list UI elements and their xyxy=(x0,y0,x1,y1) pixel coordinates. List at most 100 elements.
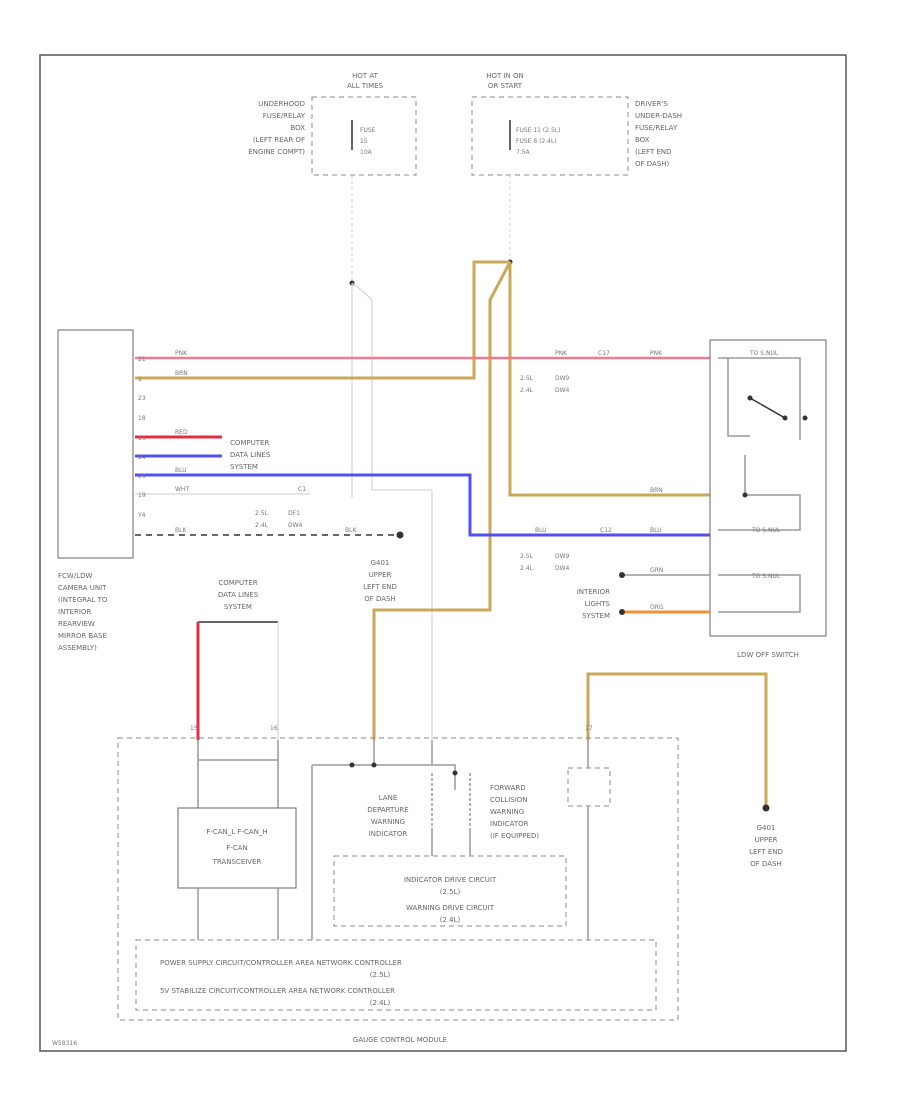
transceiver-down-wires xyxy=(197,888,279,940)
svg-text:F-CAN: F-CAN xyxy=(226,844,247,852)
svg-text:TO S.NUL: TO S.NUL xyxy=(749,350,779,357)
svg-text:16: 16 xyxy=(138,435,146,442)
brn-label: BRN xyxy=(175,370,188,377)
camera-unit xyxy=(57,329,134,559)
svg-text:FUSE 11 (2.5L): FUSE 11 (2.5L) xyxy=(516,127,560,134)
fuse-left-label: FUSE 15 10A xyxy=(360,127,376,156)
svg-text:21: 21 xyxy=(138,356,146,363)
blu-label-2: BLU xyxy=(535,527,547,534)
interior-lights-point-1 xyxy=(619,572,625,578)
indicator-lamp-wires xyxy=(431,773,471,830)
ldw-indicator-label: LANE DEPARTURE WARNING INDICATOR xyxy=(367,794,408,838)
svg-text:(2.5L): (2.5L) xyxy=(370,971,391,979)
ground-right-point xyxy=(762,804,770,812)
svg-text:F-CAN_L F-CAN_H: F-CAN_L F-CAN_H xyxy=(206,828,267,836)
underdash-fuse-box xyxy=(471,96,629,176)
svg-text:G401: G401 xyxy=(757,824,776,832)
svg-text:7.5A: 7.5A xyxy=(516,149,531,156)
svg-text:TO S.NUL: TO S.NUL xyxy=(751,527,781,534)
svg-text:INDICATOR DRIVE CIRCUIT: INDICATOR DRIVE CIRCUIT xyxy=(404,876,497,884)
svg-text:SYSTEM: SYSTEM xyxy=(582,612,610,620)
ground-right-label: G401 UPPER LEFT END OF DASH xyxy=(749,824,783,868)
svg-text:INDICATOR: INDICATOR xyxy=(369,830,408,838)
svg-text:SYSTEM: SYSTEM xyxy=(230,463,258,471)
svg-text:FUSE/RELAY: FUSE/RELAY xyxy=(263,112,306,120)
svg-text:POWER SUPPLY CIRCUIT/CONTROLLE: POWER SUPPLY CIRCUIT/CONTROLLER AREA NET… xyxy=(160,959,402,967)
svg-text:G401: G401 xyxy=(371,559,390,567)
svg-text:DW9: DW9 xyxy=(555,553,570,560)
svg-text:DW4: DW4 xyxy=(555,565,570,572)
svg-text:WARNING: WARNING xyxy=(490,808,524,816)
indicator-splice-3 xyxy=(452,770,458,776)
svg-text:(LEFT REAR OF: (LEFT REAR OF xyxy=(253,136,305,144)
connector-c17: C17 xyxy=(598,350,610,357)
svg-text:2.5L: 2.5L xyxy=(255,510,269,517)
svg-text:UNDERHOOD: UNDERHOOD xyxy=(258,100,305,108)
svg-text:OF DASH): OF DASH) xyxy=(635,160,670,168)
svg-text:FORWARD: FORWARD xyxy=(490,784,526,792)
svg-text:10A: 10A xyxy=(360,149,373,156)
diagram-id: W58316 xyxy=(52,1040,77,1047)
drive-circuit-box xyxy=(333,855,567,927)
indicator-splice-1 xyxy=(349,762,355,768)
diagram-frame xyxy=(39,54,847,1052)
gauge-pins: 15 16 17 xyxy=(190,725,593,732)
svg-text:(2.5L): (2.5L) xyxy=(440,888,461,896)
svg-text:15: 15 xyxy=(360,138,368,145)
svg-text:FUSE 8 (2.4L): FUSE 8 (2.4L) xyxy=(516,138,557,145)
blu-label: BLU xyxy=(175,467,187,474)
blk-label: BLK xyxy=(175,527,187,534)
svg-text:2.5L: 2.5L xyxy=(520,375,534,382)
gauge-control-module xyxy=(117,737,679,1021)
fcw-indicator-label: FORWARD COLLISION WARNING INDICATOR (IF … xyxy=(490,784,539,840)
drive-circuit-label: INDICATOR DRIVE CIRCUIT (2.5L) WARNING D… xyxy=(404,876,497,924)
computer-data-lines-top: COMPUTER DATA LINES SYSTEM xyxy=(230,439,271,471)
svg-text:5V STABILIZE CIRCUIT/CONTROLLE: 5V STABILIZE CIRCUIT/CONTROLLER AREA NET… xyxy=(160,987,395,995)
brn-ground-wire xyxy=(586,672,768,808)
svg-text:FCW/LDW: FCW/LDW xyxy=(58,572,92,580)
svg-text:17: 17 xyxy=(585,725,593,732)
svg-text:COMPUTER: COMPUTER xyxy=(218,579,257,587)
transceiver-label: F-CAN_L F-CAN_H F-CAN TRANSCEIVER xyxy=(206,828,267,866)
switch-internals: TO S.NUL TO S.NUL TO S.NUL xyxy=(718,350,808,613)
svg-text:MIRROR BASE: MIRROR BASE xyxy=(58,632,107,640)
brn-wire-gauge xyxy=(372,261,512,740)
svg-text:REARVIEW: REARVIEW xyxy=(58,620,95,628)
ground-top-point xyxy=(396,531,404,539)
svg-text:UPPER: UPPER xyxy=(369,571,392,579)
fuse-left-location: UNDERHOOD FUSE/RELAY BOX (LEFT REAR OF E… xyxy=(248,100,305,156)
svg-text:LEFT END: LEFT END xyxy=(749,848,783,856)
pnk-label: PNK xyxy=(175,350,188,357)
svg-text:LANE: LANE xyxy=(379,794,398,802)
interior-lights-point-2 xyxy=(619,609,625,615)
computer-data-lines-mid: COMPUTER DATA LINES SYSTEM xyxy=(218,579,259,611)
svg-text:INDICATOR: INDICATOR xyxy=(490,820,529,828)
svg-text:UPPER: UPPER xyxy=(755,836,778,844)
power-supply-box xyxy=(135,939,657,1011)
power-supply-label: POWER SUPPLY CIRCUIT/CONTROLLER AREA NET… xyxy=(160,959,402,1007)
connector-c16: C1 xyxy=(298,486,306,493)
svg-text:24: 24 xyxy=(138,454,146,461)
svg-text:26: 26 xyxy=(138,473,146,480)
svg-text:TRANSCEIVER: TRANSCEIVER xyxy=(212,858,262,866)
svg-text:(INTEGRAL TO: (INTEGRAL TO xyxy=(58,596,108,604)
svg-text:FUSE: FUSE xyxy=(360,127,376,134)
camera-unit-label: FCW/LDW CAMERA UNIT (INTEGRAL TO INTERIO… xyxy=(58,572,108,652)
fuse-left-header-2: ALL TIMES xyxy=(347,82,384,90)
transceiver-wires xyxy=(197,740,279,808)
pnk-label-2: PNK xyxy=(555,350,568,357)
fuse-left-header-1: HOT AT xyxy=(352,72,379,80)
blu-wire xyxy=(135,473,710,537)
connector-c12: C12 xyxy=(600,527,612,534)
ldw-switch-label: LDW OFF SWITCH xyxy=(737,651,799,659)
brn-wire-switch xyxy=(508,262,710,497)
ground-top-label: G401 UPPER LEFT END OF DASH xyxy=(363,559,397,603)
svg-text:BOX: BOX xyxy=(290,124,305,132)
svg-text:DW9: DW9 xyxy=(555,375,570,382)
camera-pins: 21 1 23 18 16 24 26 19 Y4 xyxy=(137,356,146,519)
wht-label: WHT xyxy=(175,486,189,493)
svg-text:INTERIOR: INTERIOR xyxy=(58,608,91,616)
svg-text:DW4: DW4 xyxy=(288,522,303,529)
svg-text:LIGHTS: LIGHTS xyxy=(585,600,611,608)
